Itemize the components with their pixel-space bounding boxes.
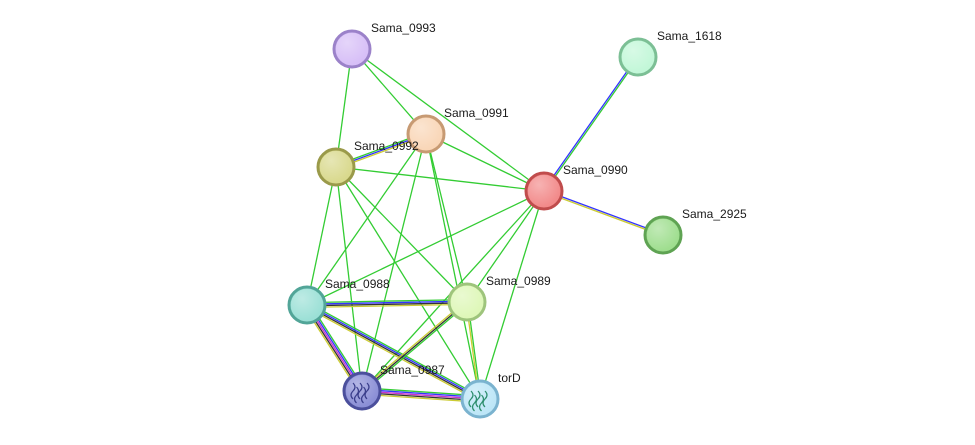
edge-Sama_0991-Sama_0988 — [306, 133, 427, 306]
node-label: Sama_0993 — [371, 21, 436, 35]
edge-line — [306, 133, 427, 306]
edge-line — [362, 302, 469, 393]
structure-stroke — [475, 390, 481, 408]
edge-line — [335, 166, 363, 392]
node-Sama_0991[interactable]: Sama_0991 — [406, 106, 509, 154]
node-Sama_1618[interactable]: Sama_1618 — [618, 29, 722, 77]
edge-Sama_0987-torD — [361, 387, 481, 403]
node-highlight — [464, 383, 496, 415]
edge-line — [361, 393, 480, 403]
edge-line — [306, 166, 337, 306]
edge-line — [305, 306, 480, 402]
edge-Sama_0992-Sama_0988 — [306, 166, 337, 306]
edge-Sama_0990-Sama_0989 — [466, 190, 545, 303]
edge-Sama_0988-torD — [305, 302, 482, 402]
node-highlight — [528, 175, 560, 207]
edge-Sama_0990-Sama_0988 — [306, 190, 545, 306]
edge-line — [425, 133, 468, 303]
edge-line — [307, 303, 481, 399]
edge-Sama_0991-torD — [425, 133, 481, 400]
edge-Sama_0990-torD — [479, 190, 545, 400]
edge-line — [361, 301, 468, 392]
node-highlight — [346, 375, 378, 407]
edge-Sama_0991-Sama_0989 — [425, 133, 468, 303]
node-label: Sama_1618 — [657, 29, 722, 43]
protein-structure-icon — [350, 382, 370, 404]
edge-line — [306, 300, 467, 305]
edge-line — [362, 388, 481, 399]
edges-layer — [303, 48, 664, 403]
structure-stroke — [468, 390, 474, 408]
edge-Sama_0993-Sama_0990 — [351, 48, 545, 192]
edge-line — [335, 48, 353, 168]
edge-line — [306, 190, 545, 306]
edge-line — [362, 387, 481, 397]
node-Sama_0987[interactable]: Sama_0987 — [342, 363, 445, 411]
edge-line — [361, 390, 481, 400]
structure-stroke — [350, 382, 356, 400]
protein-structure-icon — [468, 390, 488, 412]
structure-stroke — [482, 390, 488, 408]
node-Sama_0988[interactable]: Sama_0988 — [287, 277, 390, 325]
nodes-layer: Sama_0993Sama_1618Sama_0991Sama_0992Sama… — [287, 21, 747, 419]
node-highlight — [622, 41, 654, 73]
structure-stroke — [360, 386, 367, 404]
node-highlight — [647, 219, 679, 251]
structure-stroke — [357, 382, 363, 400]
edge-line — [544, 189, 664, 235]
node-label: torD — [498, 371, 521, 385]
edge-line — [307, 303, 468, 309]
edge-line — [544, 57, 640, 192]
edge-Sama_0993-Sama_0992 — [335, 48, 353, 168]
node-Sama_0990[interactable]: Sama_0990 — [524, 163, 628, 211]
structure-stroke — [471, 394, 478, 412]
node-label: Sama_0987 — [380, 363, 445, 377]
edge-line — [306, 305, 480, 401]
edge-Sama_0989-Sama_0987 — [360, 300, 469, 393]
structure-stroke — [478, 394, 485, 412]
edge-Sama_0991-Sama_0990 — [425, 133, 545, 192]
node-label: Sama_0991 — [444, 106, 509, 120]
edge-Sama_0992-Sama_0987 — [335, 166, 363, 392]
edge-line — [360, 300, 467, 391]
edge-line — [306, 298, 467, 304]
edge-line — [335, 166, 545, 192]
node-label: Sama_0988 — [325, 277, 390, 291]
node-highlight — [320, 151, 352, 183]
node-label: Sama_0989 — [486, 274, 551, 288]
edge-line — [479, 190, 545, 400]
node-label: Sama_0990 — [563, 163, 628, 177]
edge-line — [425, 133, 481, 400]
node-highlight — [291, 289, 323, 321]
edge-line — [542, 56, 638, 191]
edge-Sama_1618-Sama_0990 — [542, 56, 640, 192]
node-Sama_0989[interactable]: Sama_0989 — [447, 274, 551, 322]
edge-line — [543, 191, 663, 237]
edge-Sama_0992-torD — [335, 166, 481, 400]
structure-stroke — [353, 386, 360, 404]
node-Sama_0992[interactable]: Sama_0992 — [316, 139, 419, 187]
node-label: Sama_2925 — [682, 207, 747, 221]
edge-line — [361, 391, 480, 402]
node-Sama_0993[interactable]: Sama_0993 — [332, 21, 436, 69]
node-label: Sama_0992 — [354, 139, 419, 153]
node-Sama_2925[interactable]: Sama_2925 — [643, 207, 747, 255]
edge-line — [307, 302, 468, 307]
node-highlight — [451, 286, 483, 318]
edge-line — [307, 302, 482, 398]
node-torD[interactable]: torD — [460, 371, 521, 419]
structure-stroke — [364, 382, 370, 400]
edge-line — [351, 48, 545, 192]
edge-line — [466, 190, 545, 303]
edge-line — [335, 166, 481, 400]
node-highlight — [410, 118, 442, 150]
node-highlight — [336, 33, 368, 65]
edge-Sama_0990-Sama_2925 — [543, 189, 664, 237]
edge-line — [425, 133, 545, 192]
edge-Sama_0988-Sama_0989 — [306, 298, 468, 309]
edge-Sama_0992-Sama_0990 — [335, 166, 545, 192]
